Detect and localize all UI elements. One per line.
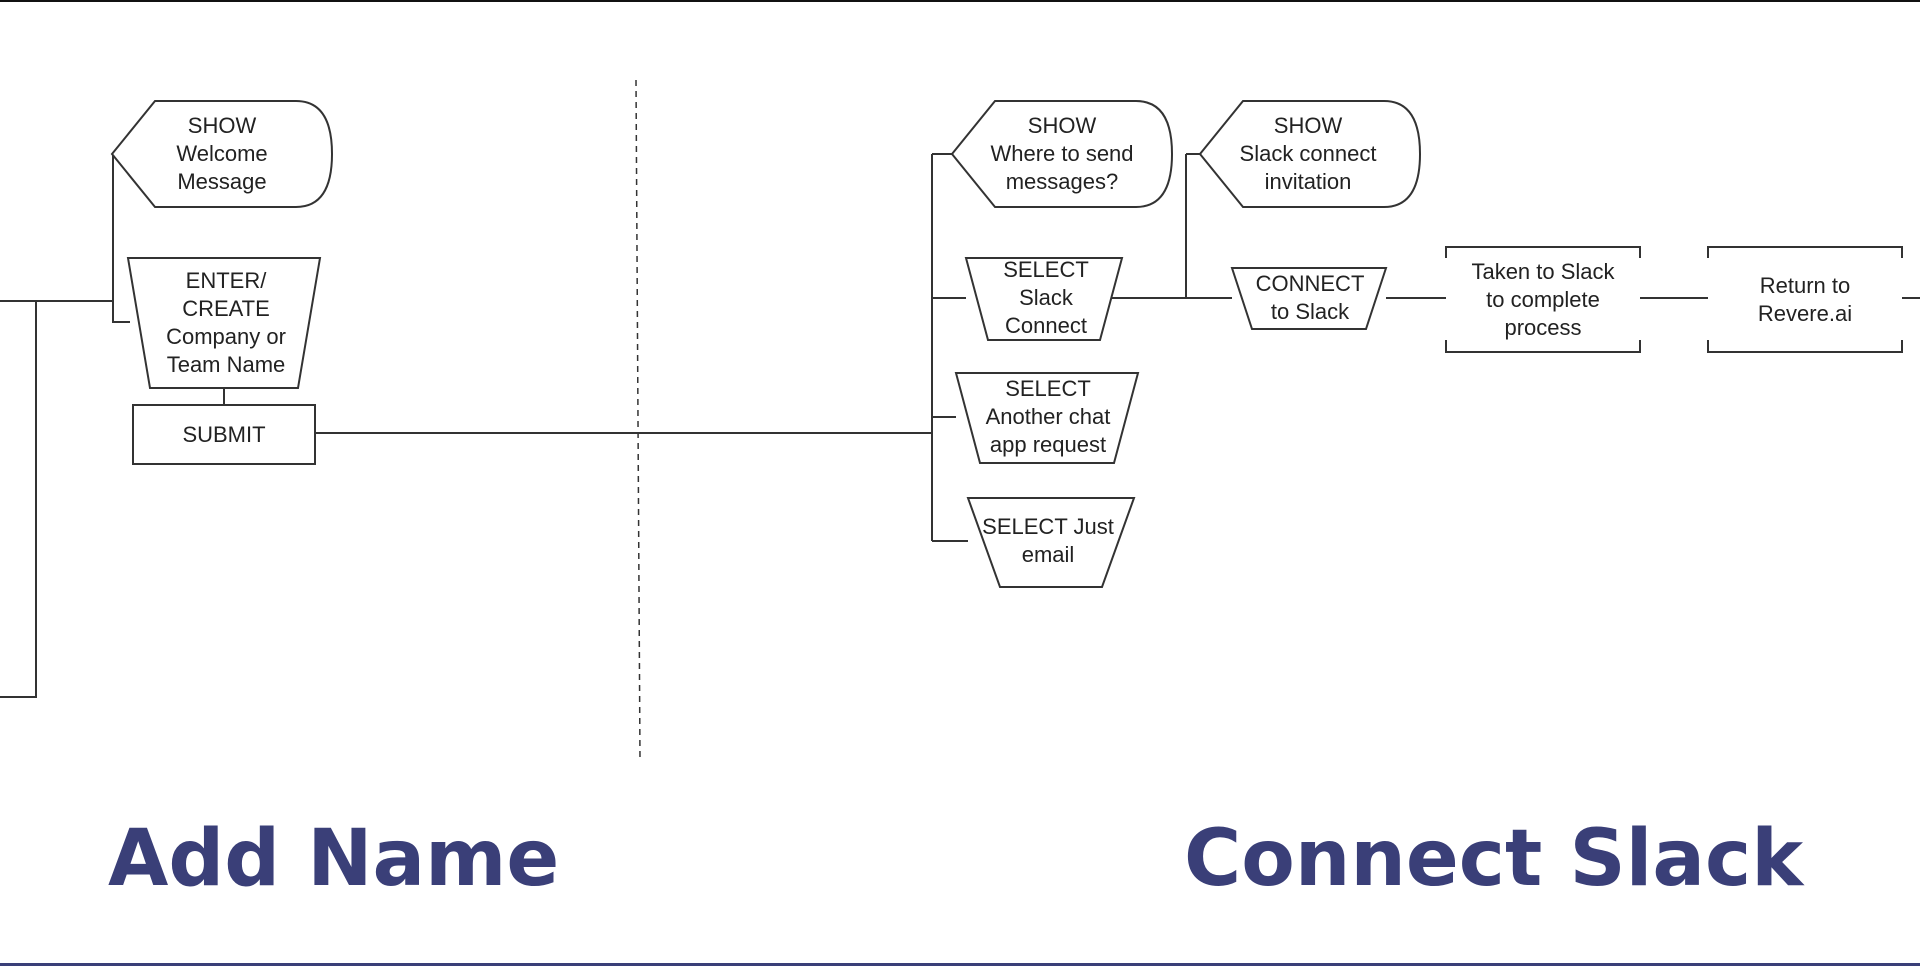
bracket-box-return-revere	[1707, 246, 1903, 353]
manual-input-enter-company	[126, 257, 322, 389]
select-just-email-line: SELECT Just	[982, 514, 1114, 539]
show-welcome-line: Welcome	[176, 141, 267, 166]
section-divider	[635, 79, 641, 761]
show-where-line: Where to send	[990, 141, 1133, 166]
enter-company-line: CREATE	[182, 296, 270, 321]
manual-input-other-chat	[954, 372, 1140, 464]
manual-input-just-email	[966, 497, 1136, 588]
node-label-submit: SUBMIT	[182, 422, 265, 447]
taken-to-slack-line: process	[1504, 315, 1581, 340]
bracket-box-taken-to-slack	[1445, 246, 1641, 353]
connect-to-slack-line: to Slack	[1271, 299, 1350, 324]
node-label-show-where: SHOW Where to send messages?	[990, 113, 1133, 194]
section-title-connect-slack: Connect Slack	[1184, 814, 1804, 904]
select-slack-connect-line: SELECT	[1003, 257, 1089, 282]
connector-slack-flow	[1096, 153, 1920, 299]
manual-input-select-slack	[964, 257, 1124, 341]
bottom-border	[0, 963, 1920, 966]
manual-input-connect-slack	[1230, 267, 1388, 330]
submit-box	[132, 404, 316, 465]
connector-left-trunk	[0, 300, 113, 698]
taken-to-slack-line: to complete	[1486, 287, 1600, 312]
show-invitation-line: Slack connect	[1240, 141, 1377, 166]
connect-to-slack-line: CONNECT	[1256, 271, 1365, 296]
show-welcome-line: SHOW	[188, 113, 257, 138]
return-revere-line: Revere.ai	[1758, 301, 1852, 326]
show-invitation-line: SHOW	[1274, 113, 1343, 138]
select-other-chat-line: SELECT	[1005, 376, 1091, 401]
connector-welcome-enter	[112, 154, 130, 323]
select-just-email-line: email	[1022, 542, 1075, 567]
display-shape-where	[950, 100, 1174, 208]
section-title-add-name: Add Name	[108, 814, 560, 904]
node-label-enter-company: ENTER/CREATE Company or Team Name	[166, 268, 286, 377]
node-label-connect-to-slack: CONNECT to Slack	[1256, 271, 1365, 324]
show-where-line: SHOW	[1028, 113, 1097, 138]
top-border	[0, 0, 1920, 2]
display-shape-invitation	[1198, 100, 1422, 208]
display-shape-welcome	[110, 100, 334, 208]
show-where-line: messages?	[1006, 169, 1119, 194]
select-other-chat-line: Another chat	[986, 404, 1111, 429]
select-slack-connect-line: Connect	[1005, 313, 1087, 338]
node-label-show-invitation: SHOW Slack connect invitation	[1240, 113, 1377, 194]
select-other-chat-line: app request	[990, 432, 1106, 457]
return-revere-line: Return to	[1760, 273, 1851, 298]
show-invitation-line: invitation	[1265, 169, 1352, 194]
taken-to-slack-line: Taken to Slack	[1471, 259, 1615, 284]
node-label-taken-to-slack: Taken to Slack to complete process	[1471, 259, 1615, 340]
submit-line: SUBMIT	[182, 422, 265, 447]
enter-company-line: Company or	[166, 324, 286, 349]
enter-company-line: ENTER/	[186, 268, 268, 293]
node-label-select-other-chat: SELECT Another chat app request	[986, 376, 1111, 457]
node-label-return-revere: Return to Revere.ai	[1758, 273, 1852, 326]
node-label-select-just-email: SELECT Just email	[982, 514, 1114, 567]
select-slack-connect-line: Slack	[1019, 285, 1074, 310]
enter-company-line: Team Name	[167, 352, 286, 377]
show-welcome-line: Message	[177, 169, 266, 194]
connector-branch-stubs	[932, 153, 968, 542]
